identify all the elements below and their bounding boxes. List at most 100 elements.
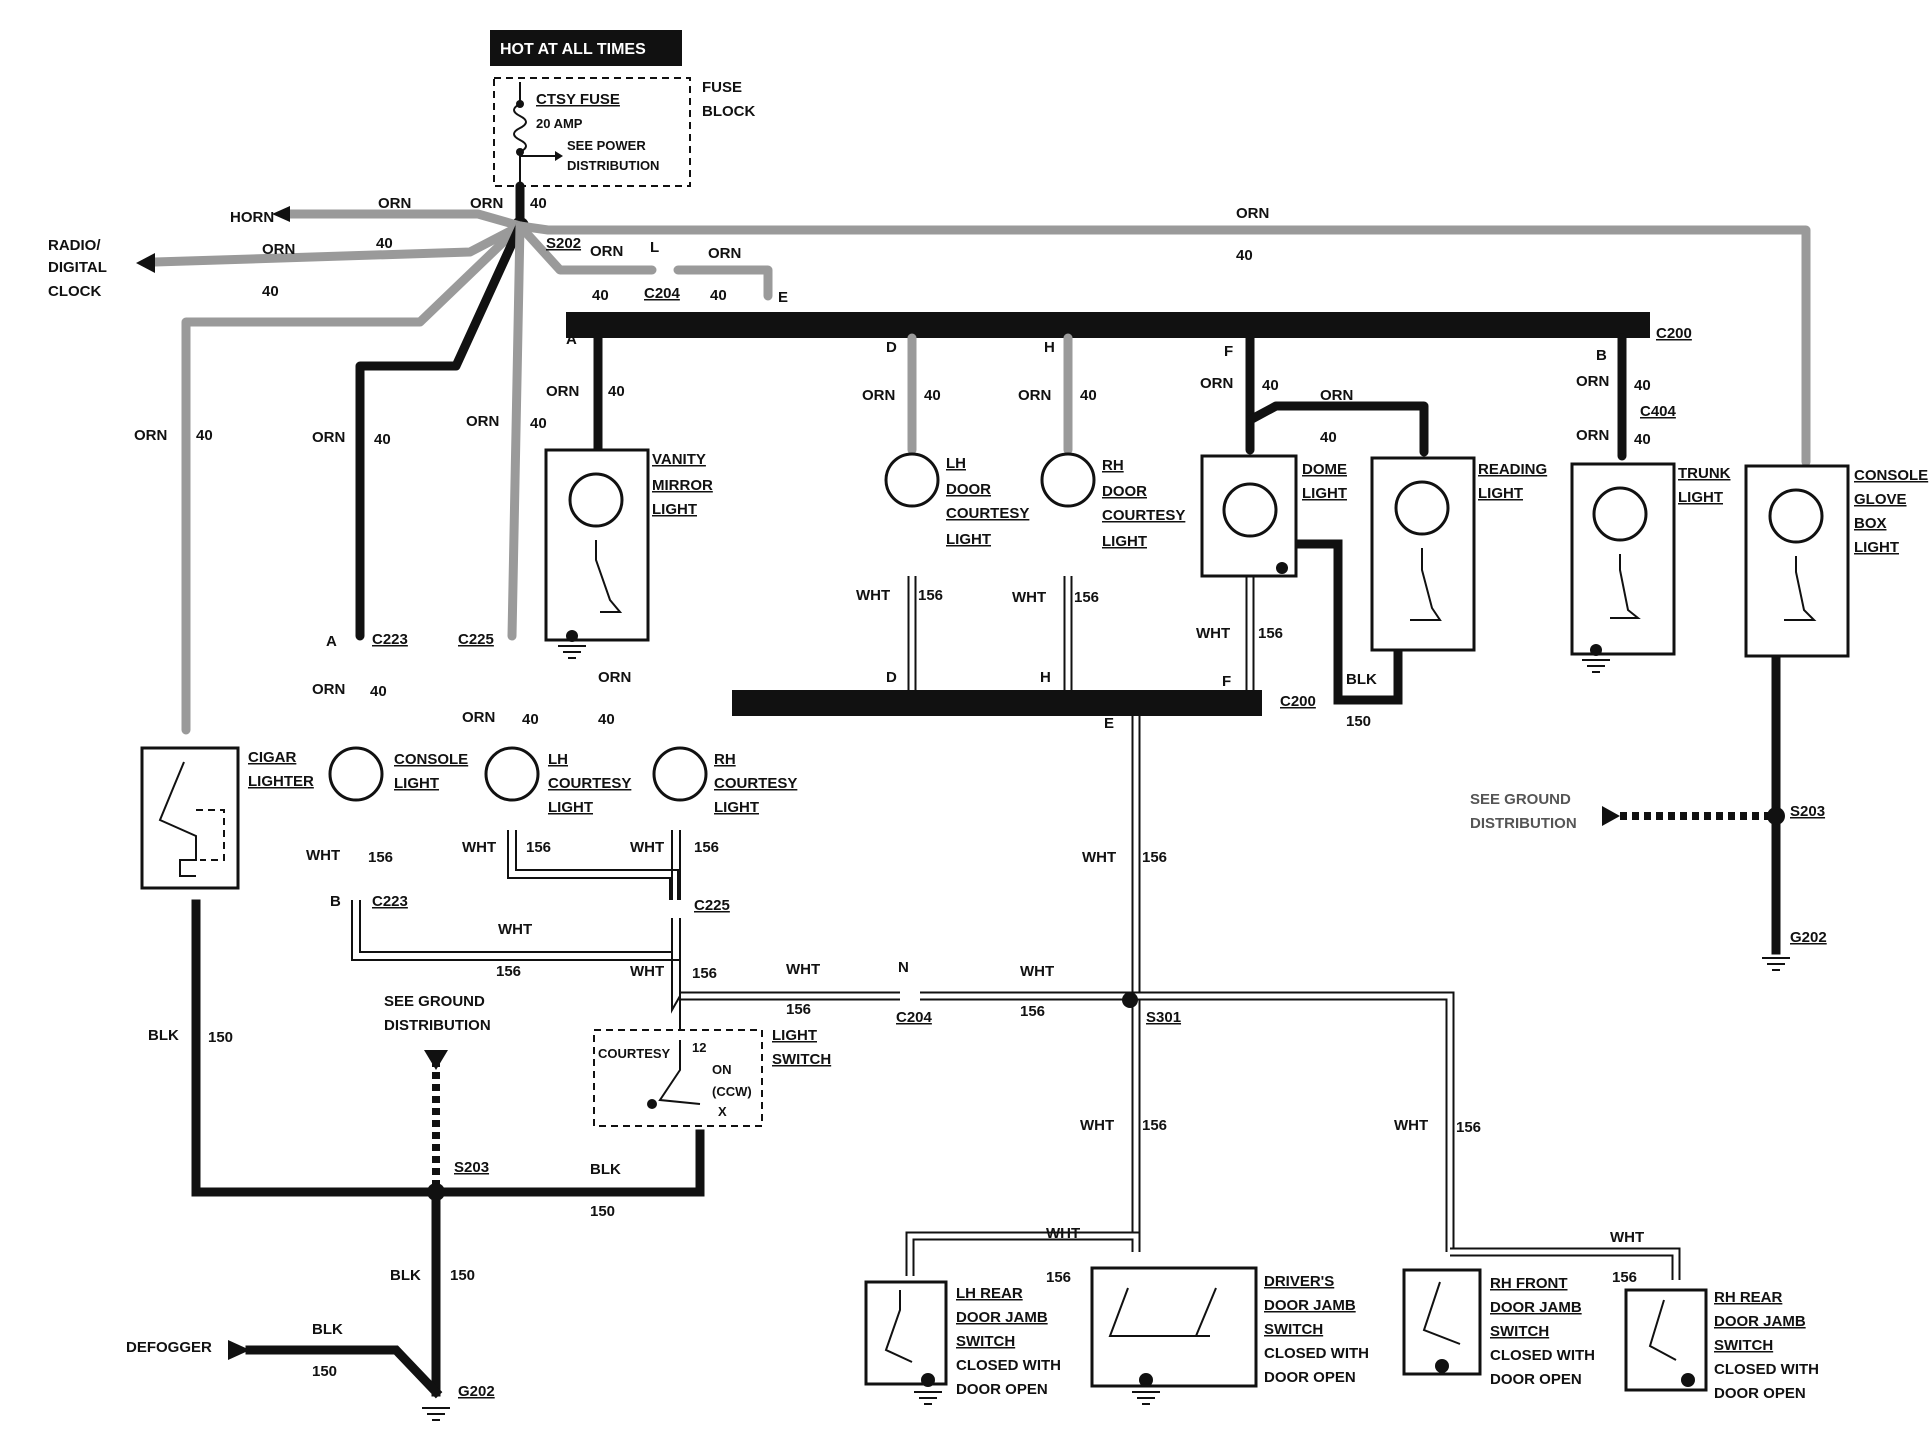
vanity-label-1: VANITY xyxy=(652,451,706,468)
lh-courtesy-label-2: COURTESY xyxy=(548,775,631,792)
glove-wire-color: ORN xyxy=(1236,205,1269,222)
lh-rear-door-jamb-switch xyxy=(864,1280,948,1387)
switch-blk-color: BLK xyxy=(590,1161,621,1178)
rh-door-wht-color: WHT xyxy=(1012,589,1046,606)
glove-label-3: BOX xyxy=(1854,515,1887,532)
cigar-wire-color: ORN xyxy=(134,427,167,444)
see-ground-label-2: DISTRIBUTION xyxy=(384,1017,491,1034)
rh-rear-wht-color: WHT xyxy=(1610,1229,1644,1246)
right-see-ground-arrow-icon xyxy=(1602,806,1620,826)
rh-door-wire-number: 40 xyxy=(1080,387,1097,404)
g202-right-ground-icon xyxy=(1762,957,1790,971)
pin-d-bottom: D xyxy=(886,669,897,686)
cigar-label-2: LIGHTER xyxy=(248,773,314,790)
fuse-amp-label: 20 AMP xyxy=(536,116,583,131)
glove-label-2: GLOVE xyxy=(1854,491,1907,508)
pin-f-top: F xyxy=(1224,343,1233,360)
light-switch-label-2: SWITCH xyxy=(772,1051,831,1068)
radio-label-3: CLOCK xyxy=(48,283,101,300)
radio-arrow-icon xyxy=(136,253,155,273)
defogger-blk-number: 150 xyxy=(312,1363,337,1380)
lh-rear-wht-number: 156 xyxy=(1046,1269,1071,1286)
switch-pin-12: 12 xyxy=(692,1040,706,1055)
console-lower-wire-number: 40 xyxy=(370,683,387,700)
dome-wht-number: 156 xyxy=(1258,625,1283,642)
feed-wire-number: 40 xyxy=(530,195,547,212)
reading-wire-number: 40 xyxy=(1320,429,1337,446)
lh-door-label-2: DOOR xyxy=(946,481,991,498)
rh-courtesy-label-3: LIGHT xyxy=(714,799,759,816)
lh-rear-ground-icon xyxy=(914,1391,942,1405)
horn-label: HORN xyxy=(230,209,274,226)
console-wire-color: ORN xyxy=(312,429,345,446)
lh-courtesy-wire-color: ORN xyxy=(466,413,499,430)
ground-wires xyxy=(191,655,1785,1399)
c223-wht-number: 156 xyxy=(496,963,521,980)
console-wire-number: 40 xyxy=(374,431,391,448)
c204-bottom-label: C204 xyxy=(896,1009,933,1026)
drivers-wht-number: 156 xyxy=(1142,1117,1167,1134)
console-bulb-icon xyxy=(328,746,384,802)
wire-labels: HORN RADIO/ DIGITAL CLOCK ORN ORN 40 ORN… xyxy=(48,195,1827,1400)
dome-bulb-icon xyxy=(1222,482,1278,538)
trunk-wire-number: 40 xyxy=(1634,431,1651,448)
fuse-block: CTSY FUSE 20 AMP SEE POWER DISTRIBUTION … xyxy=(493,77,755,190)
lh-door-bulb-icon xyxy=(884,452,940,508)
lh-door-label-4: LIGHT xyxy=(946,531,991,548)
lh-courtesy-label-3: LIGHT xyxy=(548,799,593,816)
ground-symbols xyxy=(422,645,1790,1421)
drivers-label-2: DOOR JAMB xyxy=(1264,1297,1356,1314)
trunk-wire-number-top: 40 xyxy=(1634,377,1651,394)
rh-door-wire-color: ORN xyxy=(1018,387,1051,404)
light-switch xyxy=(593,1029,763,1127)
s203-left-label: S203 xyxy=(454,1159,489,1176)
ctsy-fuse-label: CTSY FUSE xyxy=(536,91,620,108)
lh-rear-label-1: LH REAR xyxy=(956,1285,1023,1302)
trunk-bulb-icon xyxy=(1592,486,1648,542)
rh-door-label-4: LIGHT xyxy=(1102,533,1147,550)
lh-door-wht-color: WHT xyxy=(856,587,890,604)
power-distribution-label: DISTRIBUTION xyxy=(567,158,659,173)
console-lower-wire-color: ORN xyxy=(312,681,345,698)
pin-d-top: D xyxy=(886,339,897,356)
rh-door-label-1: RH xyxy=(1102,457,1124,474)
horn-arrow-icon xyxy=(272,206,290,222)
vanity-mirror-light xyxy=(544,448,650,642)
main-wht-color: WHT xyxy=(1082,849,1116,866)
rh-courtesy-light xyxy=(652,746,708,802)
lh-courtesy-wht-color: WHT xyxy=(462,839,496,856)
rh-wht-color: WHT xyxy=(1394,1117,1428,1134)
feed-wire-color: ORN xyxy=(470,195,503,212)
lh-courtesy-wht-number: 156 xyxy=(526,839,551,856)
rh-courtesy-wht-number: 156 xyxy=(694,839,719,856)
defogger-blk-color: BLK xyxy=(312,1321,343,1338)
c204-top-label: C204 xyxy=(644,285,681,302)
vanity-wire-number: 40 xyxy=(608,383,625,400)
radio-wire-color: ORN xyxy=(262,241,295,258)
s203-right-label: S203 xyxy=(1790,803,1825,820)
drivers-ground-icon xyxy=(1132,1391,1160,1405)
dome-wht-color: WHT xyxy=(1196,625,1230,642)
rh-front-label-2: DOOR JAMB xyxy=(1490,1299,1582,1316)
c200-bottom-connector xyxy=(732,690,1262,716)
right-see-ground-label-2: DISTRIBUTION xyxy=(1470,815,1577,832)
component-labels: VANITY MIRROR LIGHT LH DOOR COURTESY LIG… xyxy=(248,451,1928,1402)
drivers-label-4: CLOSED WITH xyxy=(1264,1345,1369,1362)
rh-courtesy-wht-color: WHT xyxy=(630,839,664,856)
trunk-wire-color-top: ORN xyxy=(1576,373,1609,390)
g202-blk-color: BLK xyxy=(390,1267,421,1284)
rh-door-label-3: COURTESY xyxy=(1102,507,1185,524)
c404-label: C404 xyxy=(1640,403,1677,420)
rh-front-door-jamb-switch xyxy=(1402,1268,1482,1376)
defogger-arrow-icon xyxy=(228,1340,250,1360)
c204-wire-color-right: ORN xyxy=(708,245,741,262)
glove-label-4: LIGHT xyxy=(1854,539,1899,556)
vanity-wire-color: ORN xyxy=(546,383,579,400)
rh-door-bulb-icon xyxy=(1040,452,1096,508)
cigar-wire-number: 40 xyxy=(196,427,213,444)
console-label-2: LIGHT xyxy=(394,775,439,792)
s301-run-wht-color: WHT xyxy=(786,961,820,978)
rh-front-label-3: SWITCH xyxy=(1490,1323,1549,1340)
radio-label-2: DIGITAL xyxy=(48,259,107,276)
g202-blk-number: 150 xyxy=(450,1267,475,1284)
